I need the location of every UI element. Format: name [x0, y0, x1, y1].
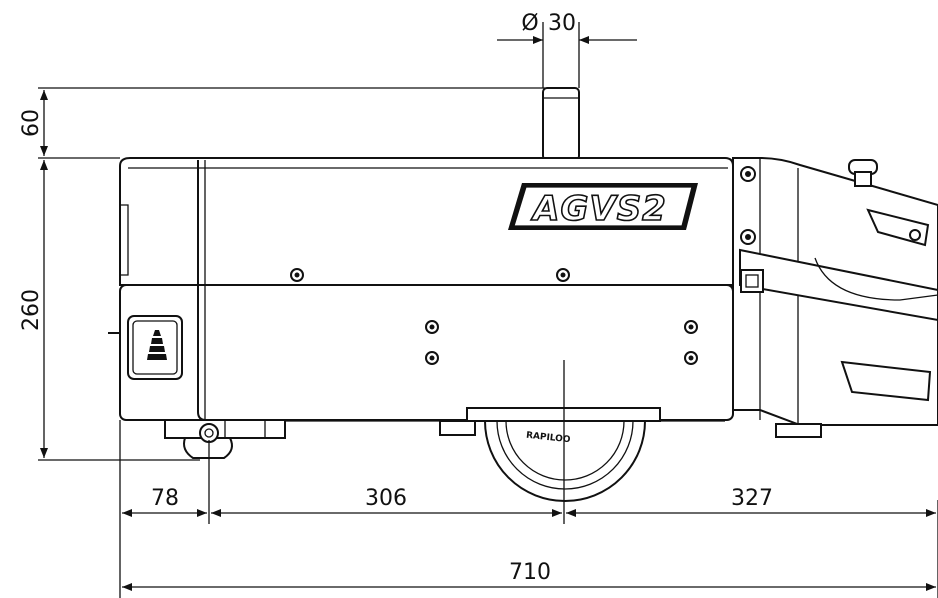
diameter-symbol: Ø [521, 11, 538, 36]
dimension-labels: Ø 30 60 260 78 306 327 710 [19, 11, 773, 585]
front-section [732, 157, 938, 438]
agvs2-logo: AGVS2 [508, 183, 698, 230]
drive-wheel: RAPILOO [439, 407, 661, 502]
wheel-label: RAPILOO [526, 431, 572, 446]
dimension-lines [38, 22, 938, 598]
logo-text: AGVS2 [530, 189, 667, 229]
drive-to-front-label: 327 [731, 486, 773, 511]
rear-to-caster-label: 78 [151, 486, 179, 511]
bolts [290, 268, 698, 365]
mast-sensor [542, 87, 580, 161]
rear-label-plate [127, 315, 183, 380]
caster-to-drive-label: 306 [365, 486, 407, 511]
body-height-label: 260 [19, 289, 44, 331]
overall-length-label: 710 [509, 560, 551, 585]
caster-wheel [164, 419, 286, 459]
mast-height-label: 60 [19, 109, 44, 137]
diameter-label: 30 [548, 11, 576, 36]
